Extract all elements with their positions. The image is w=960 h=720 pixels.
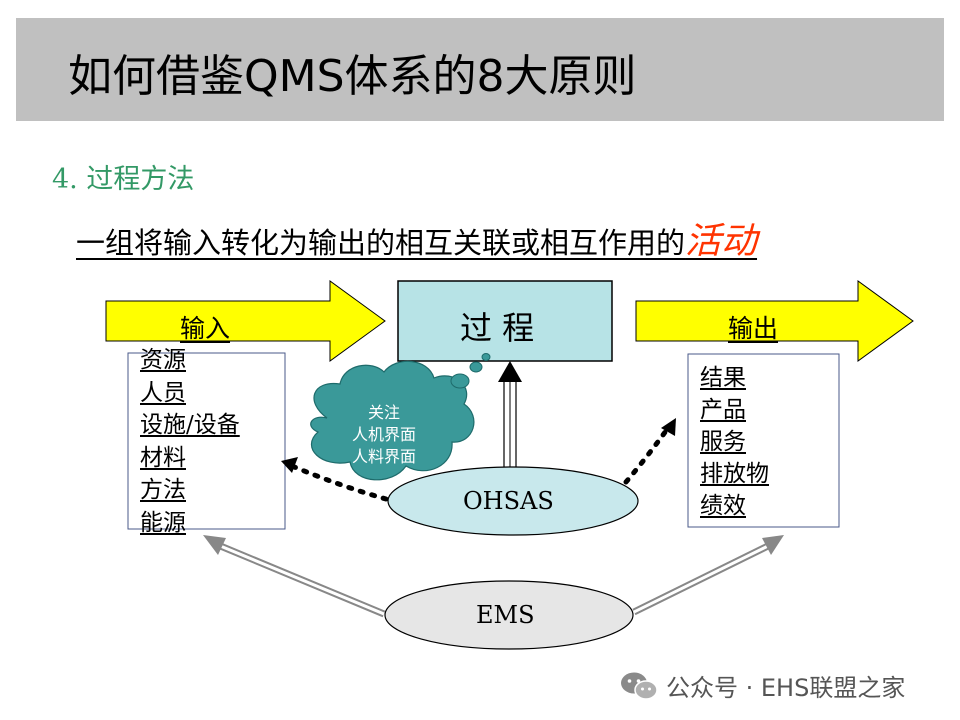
output-list-box: [687, 353, 840, 528]
ohsas-to-output-dotted-arrow: [623, 418, 676, 485]
output-arrow: [635, 280, 914, 362]
input-list: 资源 人员 设施/设备 材料 方法 能源: [140, 344, 240, 539]
input-item: 方法: [140, 477, 186, 503]
output-item: 绩效: [700, 493, 746, 519]
input-item: 资源: [140, 347, 186, 373]
thought-cloud: [310, 353, 491, 481]
output-item: 产品: [700, 397, 746, 423]
input-item: 材料: [140, 444, 186, 471]
slide-title: 如何借鉴QMS体系的8大原则: [68, 51, 637, 102]
input-item: 设施/设备: [140, 412, 240, 438]
definition-main: 一组将输入转化为输出的相互关联或相互作用的: [76, 226, 686, 260]
input-item: 能源: [140, 509, 186, 536]
input-list-box: [127, 352, 286, 530]
wechat-icon: [621, 672, 658, 700]
watermark: 公众号 · EHS联盟之家: [620, 668, 905, 703]
cloud-line: 关注: [367, 403, 400, 422]
output-item: 结果: [700, 365, 746, 391]
watermark-text: 公众号 · EHS联盟之家: [666, 674, 906, 702]
ohsas-label: OHSAS: [463, 487, 554, 515]
ems-to-output-arrow: [632, 535, 784, 616]
ohsas-ellipse: [387, 466, 639, 536]
section-heading: 4. 过程方法: [52, 164, 195, 195]
ohsas-to-input-dotted-arrow: [281, 457, 389, 502]
output-label: 输出: [728, 314, 779, 343]
input-item: 人员: [140, 379, 186, 406]
input-label: 输入: [180, 314, 231, 343]
cloud-line: 人机界面: [351, 425, 416, 444]
process-box: [397, 280, 613, 362]
output-item: 排放物: [700, 461, 769, 487]
output-list: 结果 产品 服务 排放物 绩效: [700, 362, 769, 522]
cloud-line: 人料界面: [351, 447, 416, 466]
definition-emphasis: 活动: [685, 221, 758, 262]
ems-ellipse: [384, 580, 634, 650]
cloud-text: 关注 人机界面 人料界面: [336, 402, 432, 468]
ohsas-to-process-arrow: [498, 361, 522, 477]
ems-label: EMS: [476, 601, 535, 629]
ems-to-input-arrow: [203, 535, 386, 618]
input-arrow: [105, 280, 386, 362]
title-bar: [16, 18, 944, 121]
output-item: 服务: [700, 429, 746, 455]
definition-sentence: 一组将输入转化为输出的相互关联或相互作用的活动: [76, 212, 757, 264]
process-label: 过 程: [460, 309, 535, 347]
